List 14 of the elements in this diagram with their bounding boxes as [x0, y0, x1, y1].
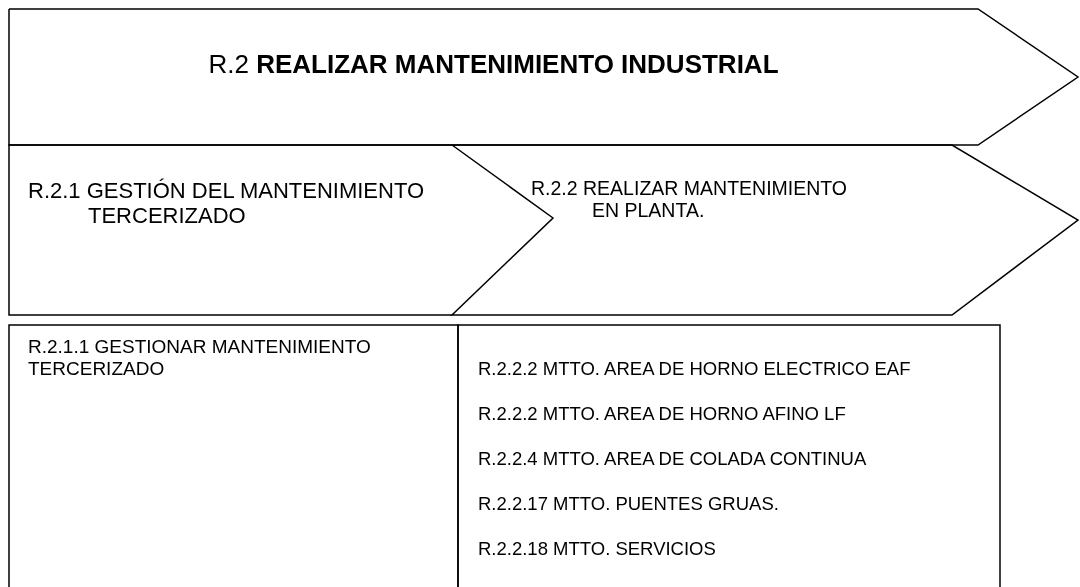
process-band — [9, 9, 1078, 145]
process-box — [458, 325, 1000, 587]
process-label: R.2.1 GESTIÓN DEL MANTENIMIENTO TERCERIZADO — [28, 178, 426, 229]
process-block — [452, 145, 1078, 315]
list-item: R.2.2.17 MTTO. PUENTES GRUAS. — [478, 493, 780, 515]
process-label: R.2 REALIZAR MANTENIMIENTO INDUSTRIAL — [207, 50, 780, 80]
list-item: R.2.2.18 MTTO. SERVICIOS — [478, 538, 717, 560]
process-label: R.2.1.1 GESTIONAR MANTENIMIENTO TERCERIZADO — [28, 336, 372, 380]
list-item: R.2.2.2 MTTO. AREA DE HORNO ELECTRICO EAF — [478, 358, 912, 380]
process-block — [9, 145, 452, 315]
list-item: R.2.2.4 MTTO. AREA DE COLADA CONTINUA — [478, 448, 868, 470]
process-label: R.2.2 REALIZAR MANTENIMIENTO EN PLANTA. — [531, 177, 849, 222]
process-box — [9, 325, 458, 587]
list-item: R.2.2.2 MTTO. AREA DE HORNO AFINO LF — [478, 403, 847, 425]
